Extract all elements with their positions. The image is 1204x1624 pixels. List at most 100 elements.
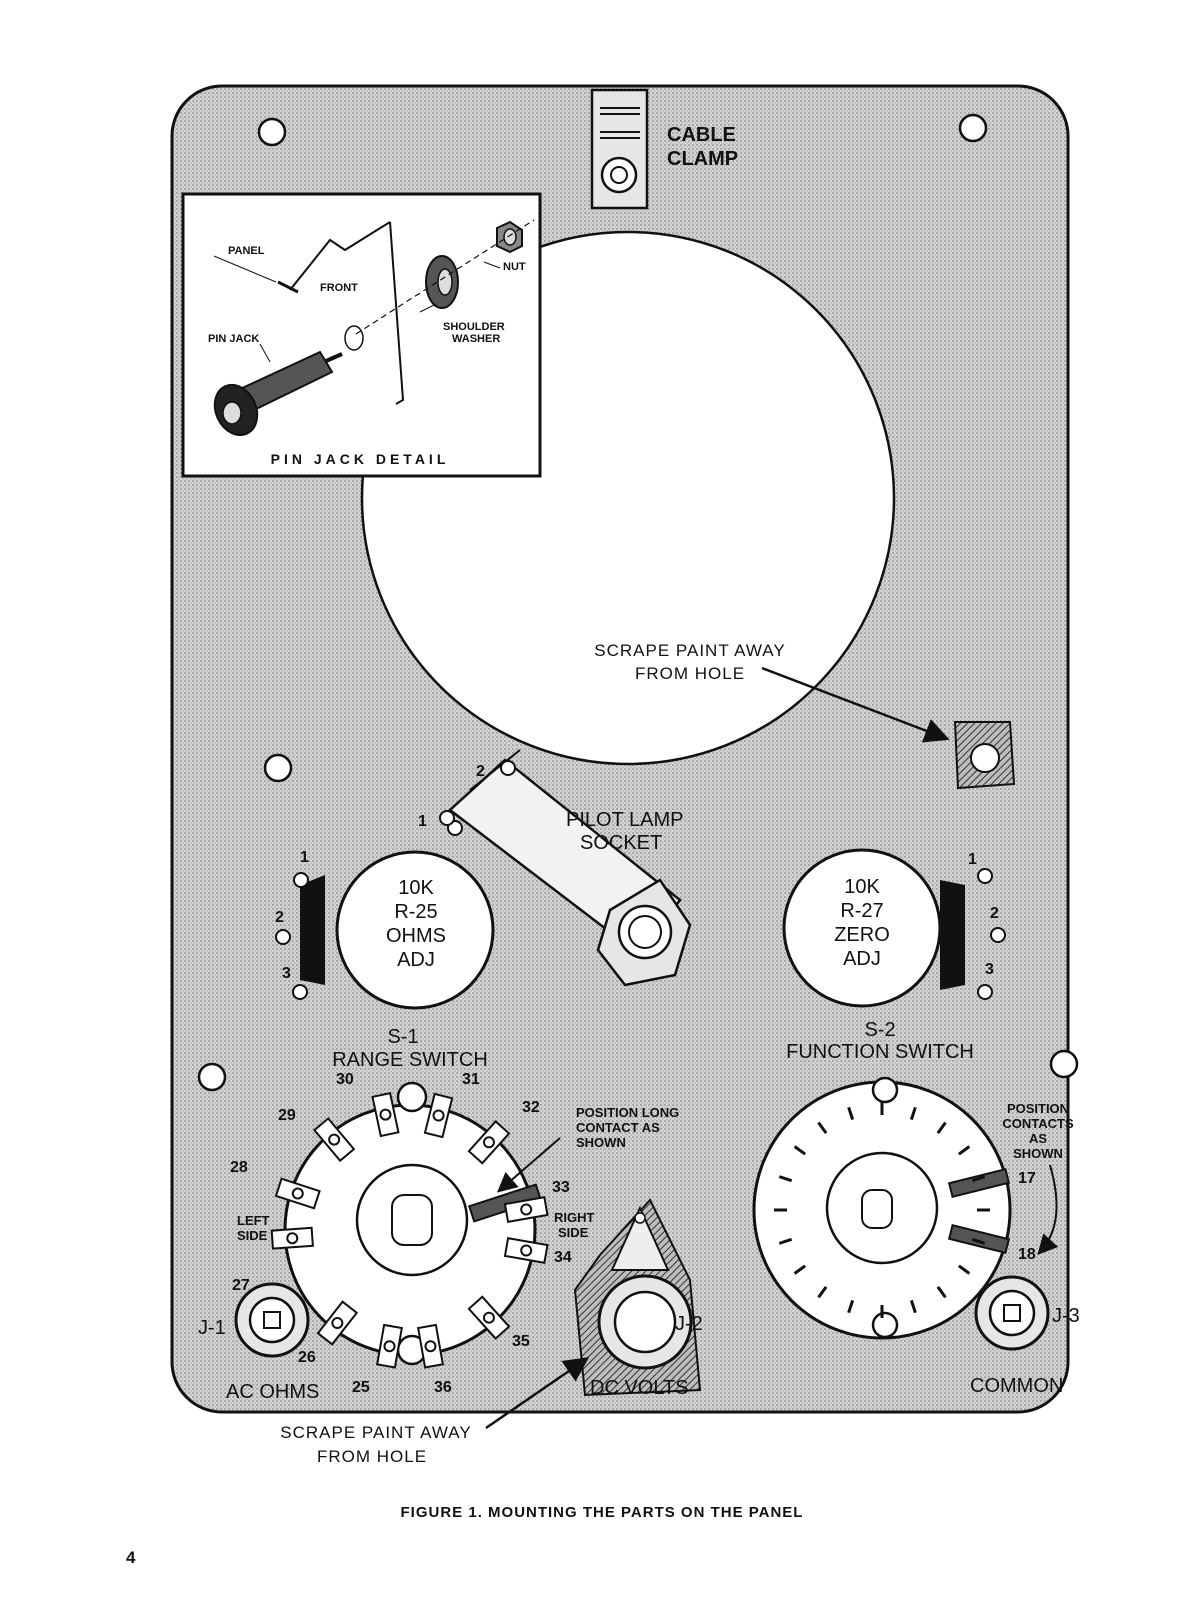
s2-contact-mark bbox=[847, 1299, 855, 1314]
r27-line-3: ZERO bbox=[834, 924, 890, 946]
s1-lug-hole bbox=[383, 1340, 396, 1353]
r25-line-3: OHMS bbox=[386, 925, 446, 947]
r25-pin-3: 3 bbox=[282, 965, 291, 982]
cable-clamp-label-1: CABLE bbox=[667, 124, 736, 146]
s1-lug-hole bbox=[424, 1340, 437, 1353]
figure-caption: FIGURE 1. MOUNTING THE PARTS ON THE PANE… bbox=[400, 1504, 804, 1521]
scrape-paint-top-line1: SCRAPE PAINT AWAY bbox=[594, 641, 785, 660]
r27-pin-1: 1 bbox=[968, 851, 977, 868]
pin-jack-detail-inset bbox=[181, 192, 542, 478]
s1-lug-number: 36 bbox=[434, 1379, 452, 1396]
inset-nut-label: NUT bbox=[503, 261, 526, 273]
s2-contact-mark bbox=[909, 1106, 917, 1121]
s1-lug-hole bbox=[432, 1109, 445, 1122]
scrape-paint-bottom-line2: FROM HOLE bbox=[317, 1447, 427, 1466]
position-contacts-line4: SHOWN bbox=[1013, 1146, 1063, 1161]
s1-lug-number: 26 bbox=[298, 1349, 316, 1366]
s1-lug-number: 27 bbox=[232, 1277, 250, 1294]
s1-lug-hole bbox=[379, 1108, 392, 1121]
s2-contact-mark bbox=[936, 1121, 947, 1135]
s2-contact-mark bbox=[817, 1121, 828, 1135]
r27-pin-3: 3 bbox=[985, 961, 994, 978]
s1-lug-hole bbox=[291, 1187, 304, 1200]
j1-jack bbox=[234, 1282, 310, 1358]
r27-line-2: R-27 bbox=[840, 900, 883, 922]
s2-contact-mark bbox=[778, 1237, 793, 1245]
s1-lug-hole bbox=[520, 1244, 533, 1257]
j2-label: J-2 bbox=[675, 1313, 703, 1335]
j2-jack bbox=[573, 1198, 702, 1397]
j3-jack bbox=[974, 1275, 1050, 1351]
position-long-contact-line2: CONTACT AS bbox=[576, 1120, 660, 1135]
j1-label: J-1 bbox=[198, 1317, 226, 1339]
s2-contact-mark bbox=[909, 1299, 917, 1314]
inset-title: PIN JACK DETAIL bbox=[271, 451, 450, 467]
s1-lug-number: 28 bbox=[230, 1159, 248, 1176]
inset-pin-jack-label: PIN JACK bbox=[208, 333, 259, 345]
s2-lug-18: 18 bbox=[1018, 1246, 1036, 1263]
s1-lug-number: 25 bbox=[352, 1379, 370, 1396]
s2-contact-mark bbox=[793, 1264, 807, 1275]
position-long-contact-arrow bbox=[496, 1137, 561, 1193]
position-contacts-bracket bbox=[1037, 1164, 1059, 1255]
left-side-line1: LEFT bbox=[237, 1213, 270, 1228]
r25-pin-1: 1 bbox=[300, 849, 309, 866]
s2-contact-mark bbox=[971, 1175, 986, 1183]
inset-shoulder-label: SHOULDER bbox=[443, 321, 505, 333]
s1-lug-hole bbox=[331, 1316, 344, 1329]
position-long-contact-line1: POSITION LONG bbox=[576, 1105, 679, 1120]
s1-lug-hole bbox=[520, 1203, 533, 1216]
s2-contact-mark bbox=[957, 1264, 971, 1275]
lamp-pin-1: 1 bbox=[418, 813, 427, 830]
s1-lug-number: 34 bbox=[554, 1249, 572, 1266]
s2-contact-mark bbox=[936, 1285, 947, 1299]
pin-jack-part bbox=[213, 325, 364, 437]
s2-lug-17: 17 bbox=[1018, 1170, 1036, 1187]
s1-lug-hole bbox=[286, 1232, 299, 1245]
position-contacts-line2: CONTACTS bbox=[1002, 1116, 1074, 1131]
r27-pin-2: 2 bbox=[990, 905, 999, 922]
s2-contact-mark bbox=[971, 1237, 986, 1245]
cable-clamp bbox=[590, 88, 649, 210]
ac-ohms-label: AC OHMS bbox=[226, 1381, 319, 1403]
pilot-lamp-label-1: PILOT LAMP bbox=[566, 809, 683, 831]
scrape-paint-top-arrow bbox=[761, 666, 950, 743]
dc-volts-label: DC VOLTS bbox=[590, 1377, 689, 1399]
lamp-pin-2: 2 bbox=[476, 763, 485, 780]
s1-lug-number: 29 bbox=[278, 1107, 296, 1124]
s1-lug-number: 35 bbox=[512, 1333, 530, 1350]
r25-pin-2: 2 bbox=[275, 909, 284, 926]
right-side-line1: RIGHT bbox=[554, 1210, 595, 1225]
scrape-paint-top-line2: FROM HOLE bbox=[635, 664, 745, 683]
page-number: 4 bbox=[126, 1548, 136, 1567]
nut-part bbox=[496, 220, 523, 254]
s1-lug-number: 30 bbox=[336, 1071, 354, 1088]
s1-lug-number: 31 bbox=[462, 1071, 480, 1088]
right-side-line2: SIDE bbox=[558, 1225, 589, 1240]
position-contacts-line1: POSITION bbox=[1007, 1101, 1069, 1116]
pilot-lamp-socket bbox=[439, 749, 692, 987]
s2-contact-marks bbox=[774, 1102, 990, 1318]
ground-lug-top bbox=[953, 721, 1016, 790]
cable-clamp-label-2: CLAMP bbox=[667, 148, 738, 170]
s1-lug-number: 32 bbox=[522, 1099, 540, 1116]
r25-line-2: R-25 bbox=[394, 901, 437, 923]
s2-contact-mark bbox=[847, 1106, 855, 1121]
inset-washer-label: WASHER bbox=[452, 333, 500, 345]
position-long-contact-line3: SHOWN bbox=[576, 1135, 626, 1150]
shoulder-washer-part bbox=[425, 255, 459, 309]
s2-contact-mark bbox=[778, 1175, 793, 1183]
position-contacts-line3: AS bbox=[1029, 1131, 1047, 1146]
s1-lug-hole bbox=[328, 1133, 341, 1146]
r27-line-4: ADJ bbox=[843, 948, 881, 970]
r27-line-1: 10K bbox=[844, 876, 880, 898]
r27-potentiometer bbox=[782, 848, 1006, 1008]
s1-label-1: S-1 bbox=[387, 1026, 418, 1048]
left-side-line2: SIDE bbox=[237, 1228, 268, 1243]
s1-label-2: RANGE SWITCH bbox=[332, 1049, 488, 1071]
r25-line-4: ADJ bbox=[397, 949, 435, 971]
scrape-paint-bottom-line1: SCRAPE PAINT AWAY bbox=[280, 1423, 471, 1442]
inset-front-label: FRONT bbox=[320, 282, 358, 294]
